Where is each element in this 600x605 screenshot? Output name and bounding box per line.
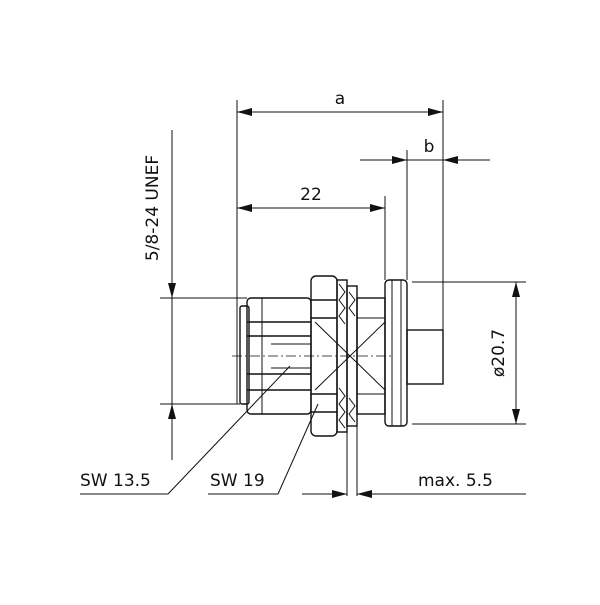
leader-sw-19: SW 19 [208, 403, 319, 495]
max-5-5-dimension: max. 5.5 [302, 471, 526, 498]
max-5-5-label: max. 5.5 [418, 471, 493, 491]
dim-b-label: b [424, 137, 435, 157]
extension-lines [160, 100, 526, 496]
dim-a-label: a [335, 89, 345, 109]
dimension-b: b [360, 137, 490, 164]
dimension-22: 22 [237, 185, 385, 212]
diameter-label: ø20.7 [489, 329, 509, 377]
thread-label: 5/8-24 UNEF [143, 155, 163, 261]
sw-13-5-label: SW 13.5 [80, 471, 151, 491]
dimension-a: a [237, 89, 443, 116]
connector-body [239, 275, 444, 437]
dim-22-label: 22 [300, 185, 322, 205]
thread-dimension: 5/8-24 UNEF [143, 130, 176, 460]
diameter-dimension: ø20.7 [489, 282, 520, 424]
leader-sw-13-5: SW 13.5 [80, 365, 291, 495]
sw-19-label: SW 19 [210, 471, 265, 491]
rear-flange [384, 279, 444, 427]
